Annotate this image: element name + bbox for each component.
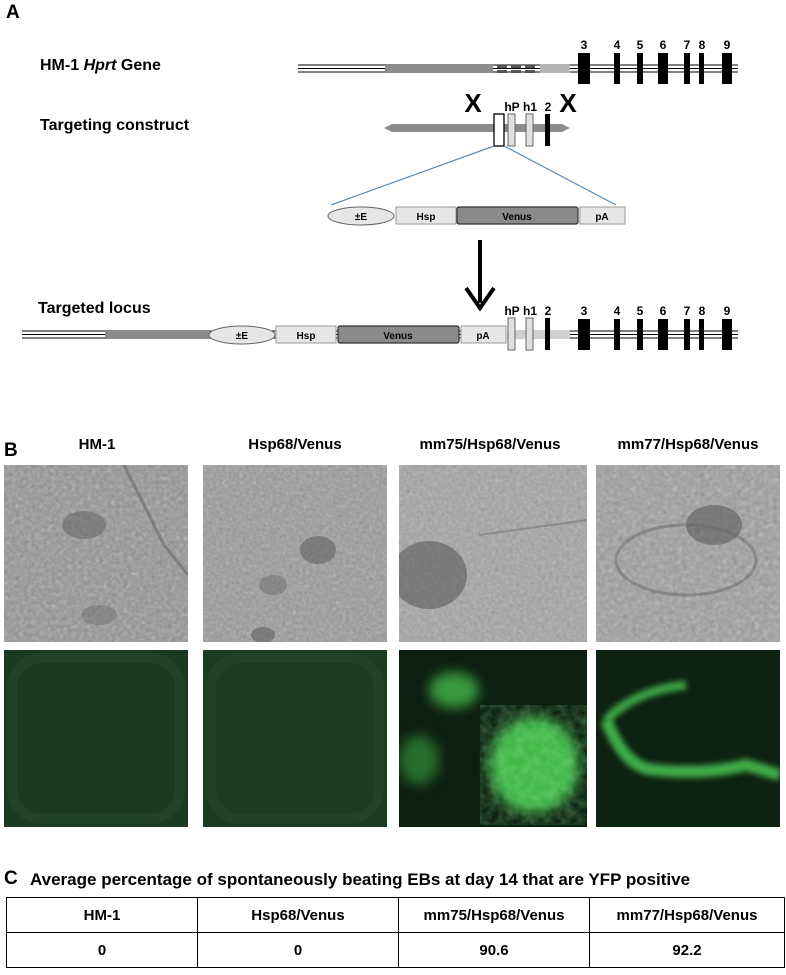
locus-homology-arm xyxy=(105,330,210,339)
column-title-hsp68-venus: Hsp68/Venus xyxy=(248,436,342,453)
table-header-row: HM-1 Hsp68/Venus mm75/Hsp68/Venus mm77/H… xyxy=(6,897,785,933)
panel-letter-c: C xyxy=(4,868,18,889)
column-title-hm1: HM-1 xyxy=(78,436,116,453)
locus-element-box xyxy=(507,317,516,351)
venus-box xyxy=(456,206,579,225)
locus-label: Targeted locus xyxy=(38,300,151,317)
exon-label: 6 xyxy=(660,38,667,52)
exon-label: 9 xyxy=(724,38,731,52)
cassette-insertion-box xyxy=(493,113,505,147)
exon-box xyxy=(699,319,704,350)
promoter-label: Hsp xyxy=(417,212,436,223)
promoter-box xyxy=(395,206,457,225)
construct-element-box xyxy=(507,113,516,147)
exon-label: 7 xyxy=(684,38,691,52)
exon-box xyxy=(578,53,590,84)
fluorescence-image-mm77 xyxy=(596,650,780,827)
header-cell: Hsp68/Venus xyxy=(197,897,399,933)
construct-element-label: 2 xyxy=(545,100,552,114)
exon-label: 8 xyxy=(699,304,706,318)
locus-element-box xyxy=(525,317,534,351)
down-arrow-icon xyxy=(464,240,496,312)
enhancer-label: ±E xyxy=(236,331,248,342)
exon-label: 9 xyxy=(724,304,731,318)
crossover-mark: X xyxy=(559,88,577,118)
construct-label: Targeting construct xyxy=(40,117,190,134)
panel-letter-b: B xyxy=(4,440,18,461)
construct-element-label: h1 xyxy=(523,100,537,114)
header-cell: mm75/Hsp68/Venus xyxy=(398,897,590,933)
construct-exon-box xyxy=(545,114,550,146)
exon-box xyxy=(578,319,590,350)
crossover-mark: X xyxy=(464,88,482,118)
value-cell: 0 xyxy=(6,932,198,968)
gene-short-arm xyxy=(540,64,570,73)
locus-element-label: 2 xyxy=(545,304,552,318)
exon-box xyxy=(722,319,732,350)
table-caption: Average percentage of spontaneously beat… xyxy=(30,870,691,889)
exon-box xyxy=(637,319,643,350)
brightfield-image-hm1 xyxy=(4,465,188,642)
value-cell: 0 xyxy=(197,932,399,968)
gene-label: HM-1 Hprt Gene xyxy=(40,57,161,74)
locus-element-label: h1 xyxy=(523,304,537,318)
polya-box xyxy=(579,206,626,225)
targeting-construct-map: hP h1 2 xyxy=(384,100,570,147)
targeted-locus-map: ±E Hsp Venus pA hP h1 2 3 4 5 6 7 8 9 xyxy=(22,304,738,351)
header-cell: HM-1 xyxy=(6,897,198,933)
brightfield-image-mm75 xyxy=(399,465,587,642)
polya-label: pA xyxy=(595,212,608,223)
table-row: 0 0 90.6 92.2 xyxy=(6,932,785,968)
locus-element-label: hP xyxy=(504,304,519,318)
locus-short-arm xyxy=(506,330,570,339)
fluorescence-image-hm1 xyxy=(4,650,188,827)
exon-box xyxy=(637,53,643,84)
venus-box xyxy=(337,325,460,344)
results-table: HM-1 Hsp68/Venus mm75/Hsp68/Venus mm77/H… xyxy=(6,897,785,968)
exon-label: 3 xyxy=(581,304,588,318)
exon-box xyxy=(722,53,732,84)
exon-box xyxy=(614,53,620,84)
promoter-box xyxy=(275,325,337,344)
promoter-label: Hsp xyxy=(297,331,316,342)
brightfield-image-mm77 xyxy=(596,465,780,642)
exon-label: 4 xyxy=(614,38,621,52)
enhancer-ellipse xyxy=(327,206,395,226)
gene-targeting-diagram: 3 4 5 6 7 8 9 X X hP h1 2 ±E Hsp Venus p… xyxy=(22,38,738,351)
value-cell: 92.2 xyxy=(589,932,785,968)
construct-element-box xyxy=(525,113,534,147)
polya-label: pA xyxy=(476,331,489,342)
enhancer-ellipse xyxy=(208,325,276,345)
exon-box xyxy=(658,53,668,84)
column-title-mm77: mm77/Hsp68/Venus xyxy=(617,436,759,453)
locus-exon-box xyxy=(545,318,550,350)
exon-box xyxy=(684,319,690,350)
exon-label: 8 xyxy=(699,38,706,52)
exon-box xyxy=(699,53,704,84)
exon-label: 5 xyxy=(637,304,644,318)
exon-label: 3 xyxy=(581,38,588,52)
construct-element-label: hP xyxy=(504,100,519,114)
column-title-mm75: mm75/Hsp68/Venus xyxy=(419,436,561,453)
exon-label: 5 xyxy=(637,38,644,52)
exon-box xyxy=(614,319,620,350)
exon-label: 7 xyxy=(684,304,691,318)
exon-box xyxy=(684,53,690,84)
exon-box xyxy=(658,319,668,350)
enhancer-label: ±E xyxy=(355,212,367,223)
header-cell: mm77/Hsp68/Venus xyxy=(589,897,785,933)
cassette-detail: ±E Hsp Venus pA xyxy=(327,206,626,226)
gene-homology-arm xyxy=(385,64,493,73)
brightfield-image-hsp68-venus xyxy=(203,465,387,642)
value-cell: 90.6 xyxy=(398,932,590,968)
hprt-gene-map: 3 4 5 6 7 8 9 xyxy=(298,38,738,84)
fluorescence-image-mm75 xyxy=(399,650,587,827)
exon-label: 6 xyxy=(660,304,667,318)
venus-label: Venus xyxy=(502,212,532,223)
venus-label: Venus xyxy=(383,331,413,342)
exon-label: 4 xyxy=(614,304,621,318)
fluorescence-image-hsp68-venus xyxy=(203,650,387,827)
panel-letter-a: A xyxy=(6,2,20,23)
